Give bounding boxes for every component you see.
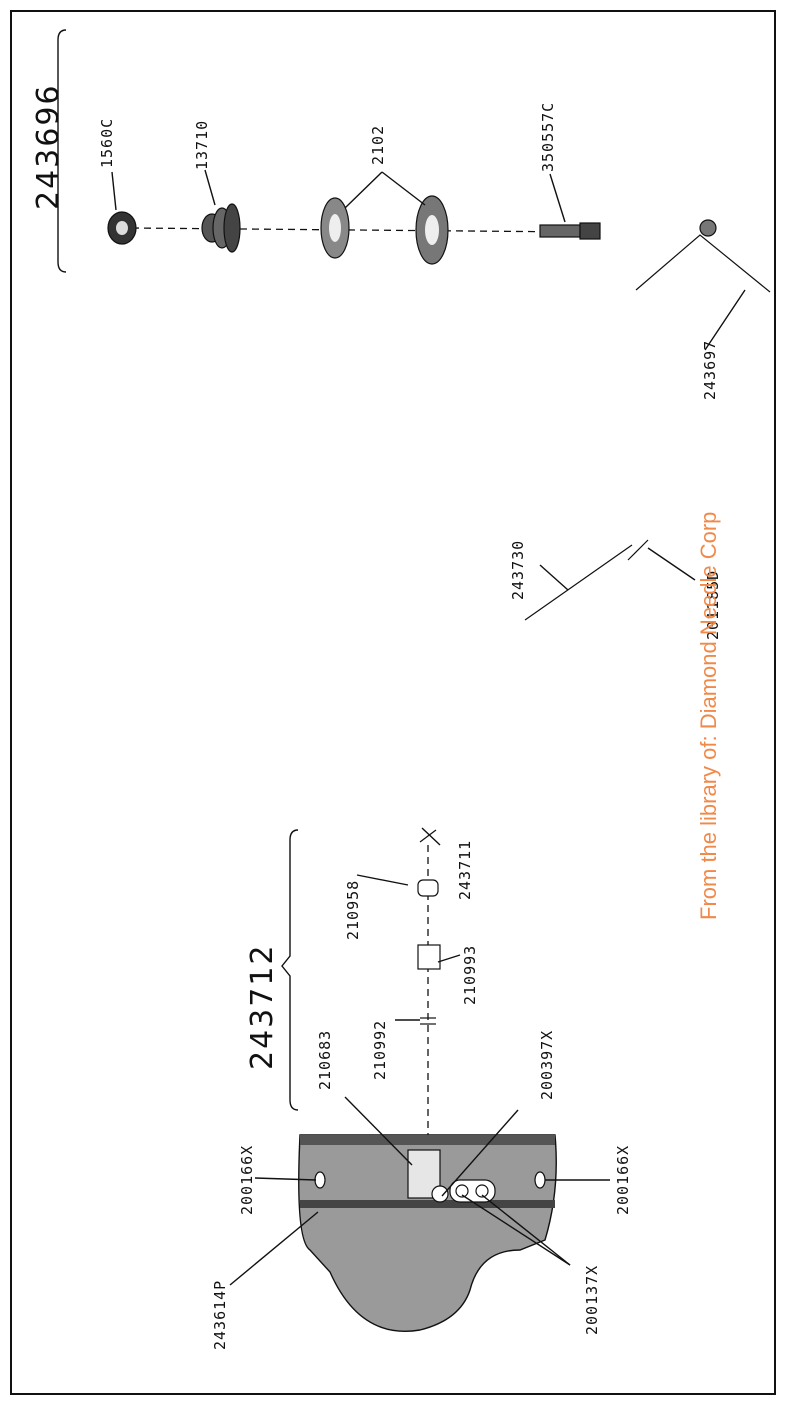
- label-210683: 210683: [316, 1030, 334, 1090]
- label-350557C: 350557C: [539, 102, 557, 172]
- label-243711: 243711: [456, 840, 474, 900]
- group-label-243712: 243712: [245, 943, 280, 1070]
- label-201185D: 201185D: [704, 570, 722, 640]
- part-210992: [420, 1017, 436, 1025]
- part-210683: [407, 1149, 441, 1199]
- label-243697: 243697: [701, 340, 719, 400]
- label-243730: 243730: [509, 540, 527, 600]
- label-13710: 13710: [193, 120, 211, 170]
- part-201185D: [627, 539, 649, 561]
- part-243730: [524, 544, 633, 621]
- bracket-243696: [57, 29, 67, 273]
- part-210958: [417, 879, 439, 897]
- label-210992: 210992: [371, 1020, 389, 1080]
- part-13710: [201, 203, 241, 253]
- part-200397X: [431, 1185, 449, 1203]
- group-label-243696: 243696: [31, 83, 66, 210]
- part-200166X-top: [314, 1171, 326, 1189]
- label-243614P: 243614P: [211, 1280, 229, 1350]
- label-200166X-top: 200166X: [238, 1145, 256, 1215]
- part-350557C: [539, 222, 601, 240]
- part-210993: [417, 944, 441, 970]
- diagram-border: [10, 10, 776, 1395]
- bracket-243712: [281, 829, 299, 1111]
- label-200137X: 200137X: [583, 1265, 601, 1335]
- label-200397X: 200397X: [538, 1030, 556, 1100]
- part-243697: [635, 219, 771, 293]
- label-210993: 210993: [461, 945, 479, 1005]
- part-1560C: [107, 211, 137, 245]
- label-210958: 210958: [344, 880, 362, 940]
- part-2102: [320, 195, 449, 265]
- part-200137X: [449, 1179, 496, 1203]
- label-2102: 2102: [369, 125, 387, 165]
- label-200166X-bottom: 200166X: [614, 1145, 632, 1215]
- tension-axis: [131, 227, 581, 233]
- part-200166X-bottom: [534, 1171, 546, 1189]
- part-243711: [419, 829, 437, 843]
- watermark-text: From the library of: Diamond Needle Corp: [696, 512, 721, 920]
- label-1560C: 1560C: [98, 118, 116, 168]
